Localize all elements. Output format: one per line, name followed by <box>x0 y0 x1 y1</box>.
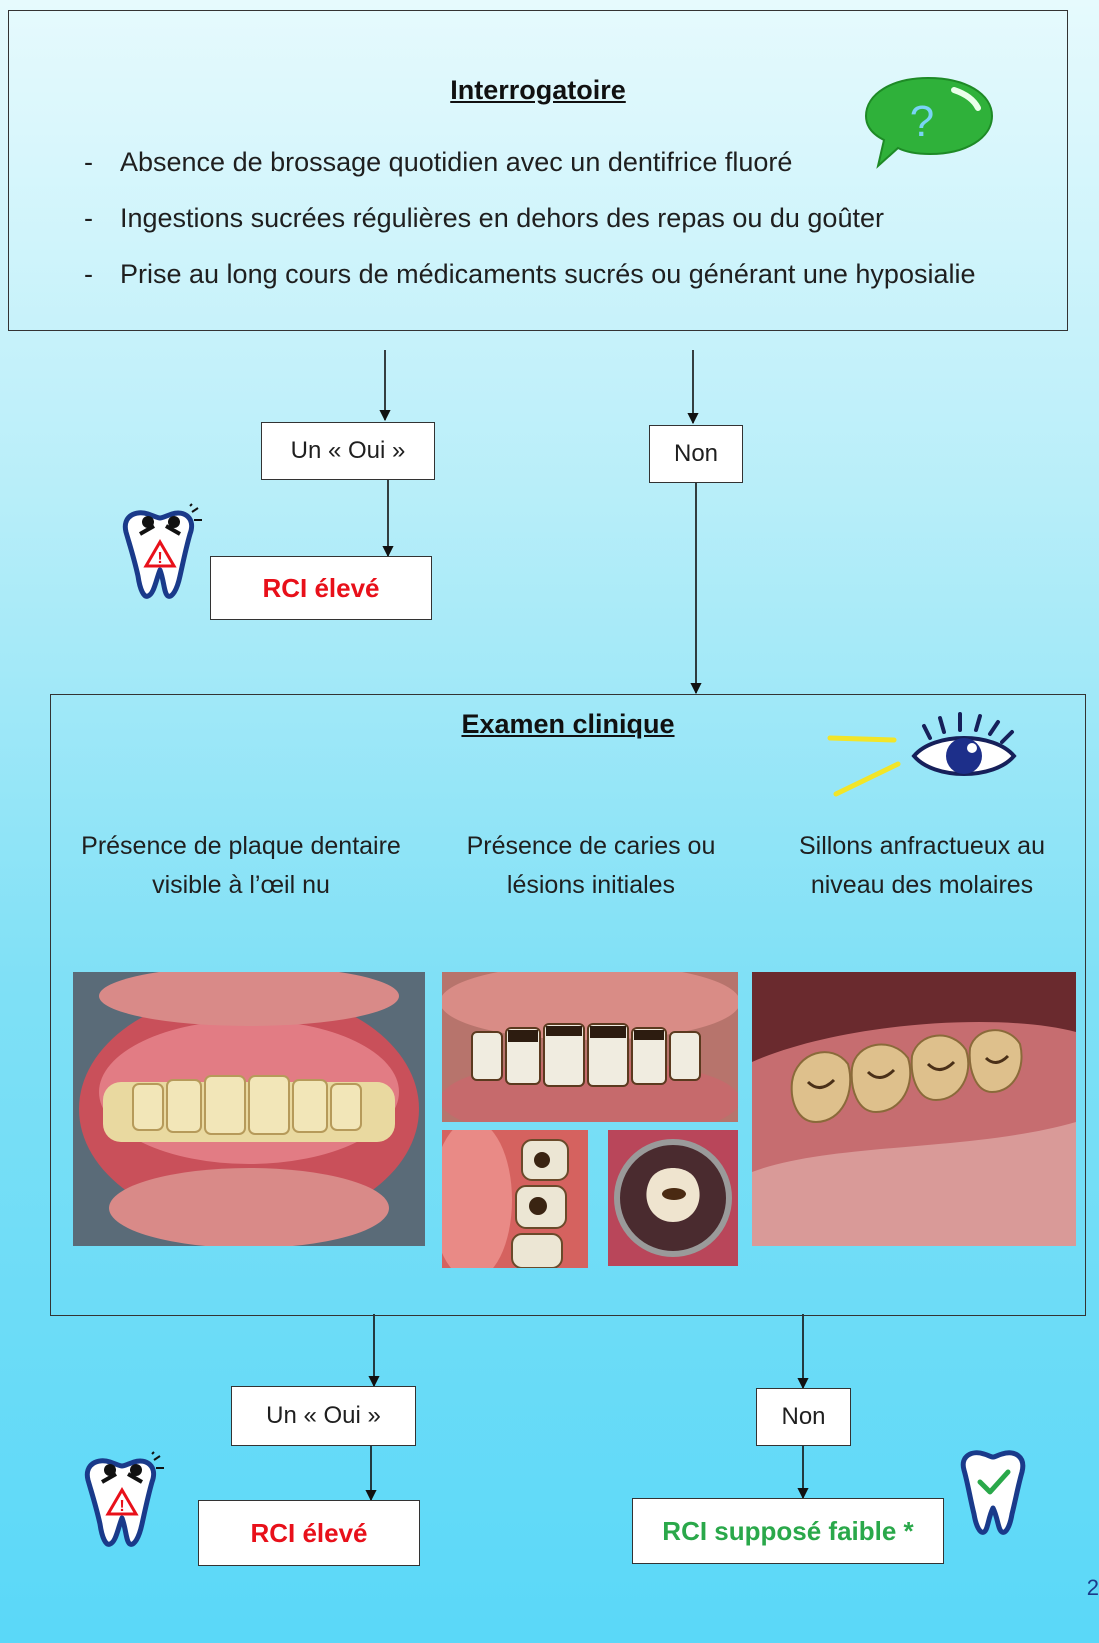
svg-text:!: ! <box>157 550 162 567</box>
criterion-sillons: Sillons anfractueux au niveau des molair… <box>760 827 1084 905</box>
sillons-photo <box>752 972 1076 1246</box>
eye-icon <box>826 710 1022 800</box>
rci-high-box-2: RCI élevé <box>198 1500 420 1566</box>
criterion-plaque: Présence de plaque dentaire visible à l’… <box>60 827 422 905</box>
criterion-caries: Présence de caries ou lésions initiales <box>430 827 752 905</box>
yes-box-1: Un « Oui » <box>261 422 435 480</box>
no-box-2: Non <box>756 1388 851 1446</box>
rci-low-box: RCI supposé faible * <box>632 1498 944 1564</box>
tooth-check-icon <box>956 1448 1030 1538</box>
yes-box-2: Un « Oui » <box>231 1386 416 1446</box>
rci-high-box-1: RCI élevé <box>210 556 432 620</box>
tooth-warning-icon: ! <box>114 504 204 604</box>
caries-photo-molar-1 <box>442 1130 588 1268</box>
tooth-warning-icon: ! <box>76 1452 166 1552</box>
plaque-photo <box>73 972 425 1246</box>
caries-photo-mirror <box>608 1130 738 1266</box>
page-number: 2 <box>1087 1575 1099 1601</box>
svg-text:!: ! <box>119 1498 124 1515</box>
caries-photo-front <box>442 972 738 1122</box>
no-box-1: Non <box>649 425 743 483</box>
